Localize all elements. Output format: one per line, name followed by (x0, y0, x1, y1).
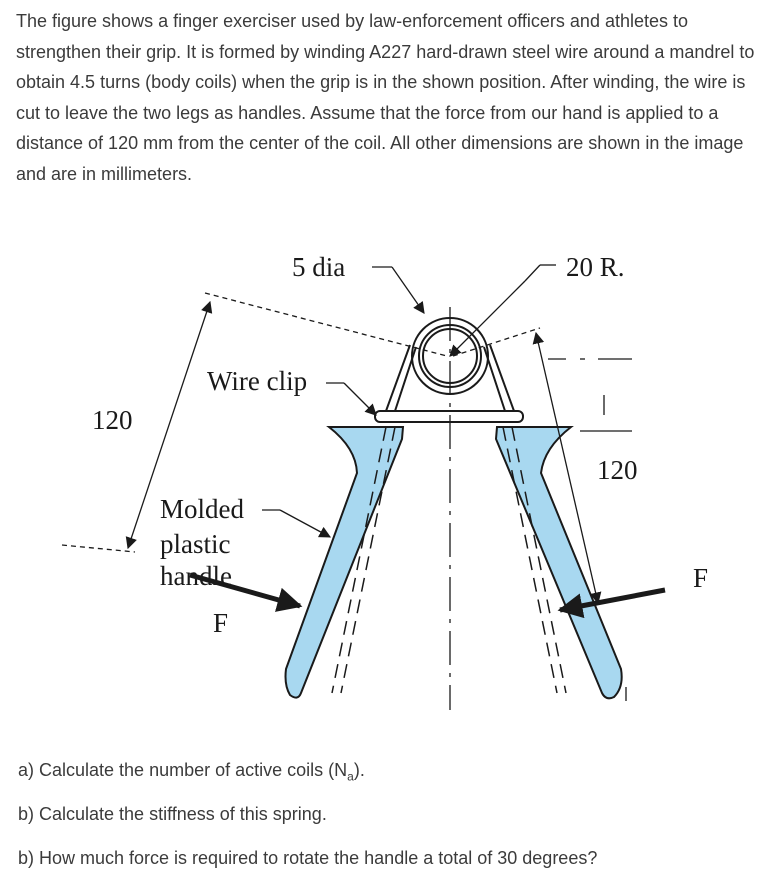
problem-statement: The figure shows a finger exerciser used… (16, 11, 755, 184)
molded-label-line1: Molded (160, 494, 244, 524)
force-arrow-right (557, 587, 666, 619)
finger-exerciser-figure: 5 dia 20 R. Wire clip Molded plastic han… (0, 215, 768, 715)
left-handle (284, 426, 405, 699)
molded-label-line3: handle (160, 561, 232, 591)
questions: a) Calculate the number of active coils … (18, 756, 758, 888)
question-b2: b) How much force is required to rotate … (18, 848, 598, 868)
force-left-label: F (213, 608, 228, 638)
coil-radius-label: 20 R. (566, 252, 625, 282)
dimension-left-label: 120 (92, 405, 133, 435)
dimension-right-label: 120 (597, 455, 638, 485)
wire-diameter-label: 5 dia (292, 252, 345, 282)
question-b1: b) Calculate the stiffness of this sprin… (18, 804, 327, 824)
left-handle-wire (331, 426, 396, 694)
molded-label-line2: plastic (160, 529, 230, 559)
force-right-label: F (693, 563, 708, 593)
wire-clip-label: Wire clip (207, 366, 307, 396)
question-a: a) Calculate the number of active coils … (18, 760, 365, 784)
wire-clip (374, 410, 524, 423)
force-arrow-left (189, 572, 303, 612)
